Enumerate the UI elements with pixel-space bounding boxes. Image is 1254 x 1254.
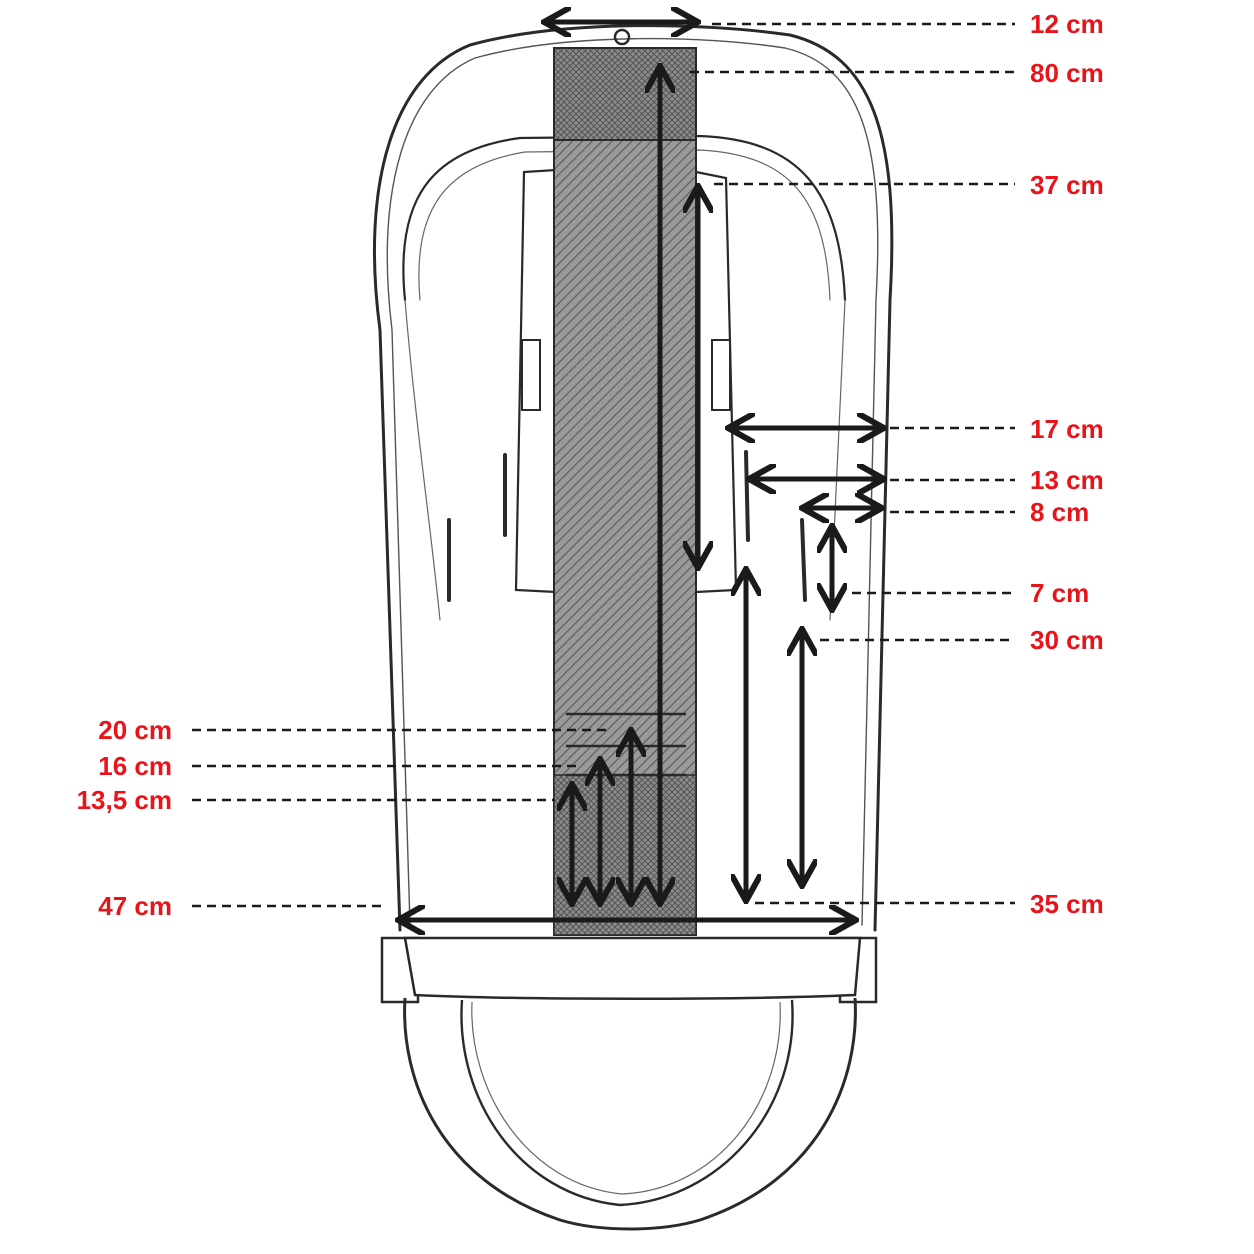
label-47cm: 47 cm: [98, 891, 172, 921]
label-13-5cm: 13,5 cm: [77, 785, 172, 815]
top-ring: [613, 28, 631, 46]
label-16cm: 16 cm: [98, 751, 172, 781]
strap-bottom-section: [553, 774, 697, 936]
right-panel-buckle: [711, 339, 731, 411]
label-37cm: 37 cm: [1030, 170, 1104, 200]
body-outline-inner: [386, 37, 879, 926]
belt-band: [403, 936, 862, 1000]
label-35cm: 35 cm: [1030, 889, 1104, 919]
measurement-arrows: [404, 22, 878, 920]
head-panel-curve: [402, 134, 847, 302]
strap-top-section: [553, 47, 697, 141]
right-slot-1: [744, 450, 750, 542]
side-panels: [447, 168, 807, 602]
left-panel: [514, 168, 557, 594]
label-17cm: 17 cm: [1030, 414, 1104, 444]
right-slot-2: [800, 518, 807, 602]
label-12cm: 12 cm: [1030, 9, 1104, 39]
label-13cm: 13 cm: [1030, 465, 1104, 495]
label-80cm: 80 cm: [1030, 58, 1104, 88]
measurement-labels: 12 cm 80 cm 37 cm 17 cm 13 cm 8 cm 7 cm …: [77, 9, 1104, 921]
leader-lines: [192, 22, 1015, 908]
waist-belt: [380, 936, 878, 1231]
bottom-pocket: [460, 999, 794, 1207]
label-20cm: 20 cm: [98, 715, 172, 745]
label-8cm: 8 cm: [1030, 497, 1089, 527]
label-7cm: 7 cm: [1030, 578, 1089, 608]
label-30cm: 30 cm: [1030, 625, 1104, 655]
side-seam-left: [404, 299, 441, 621]
bottom-pocket-inner: [471, 1001, 781, 1195]
bottom-shell: [403, 997, 857, 1231]
center-strap: [553, 47, 697, 936]
left-panel-buckle: [521, 339, 541, 411]
